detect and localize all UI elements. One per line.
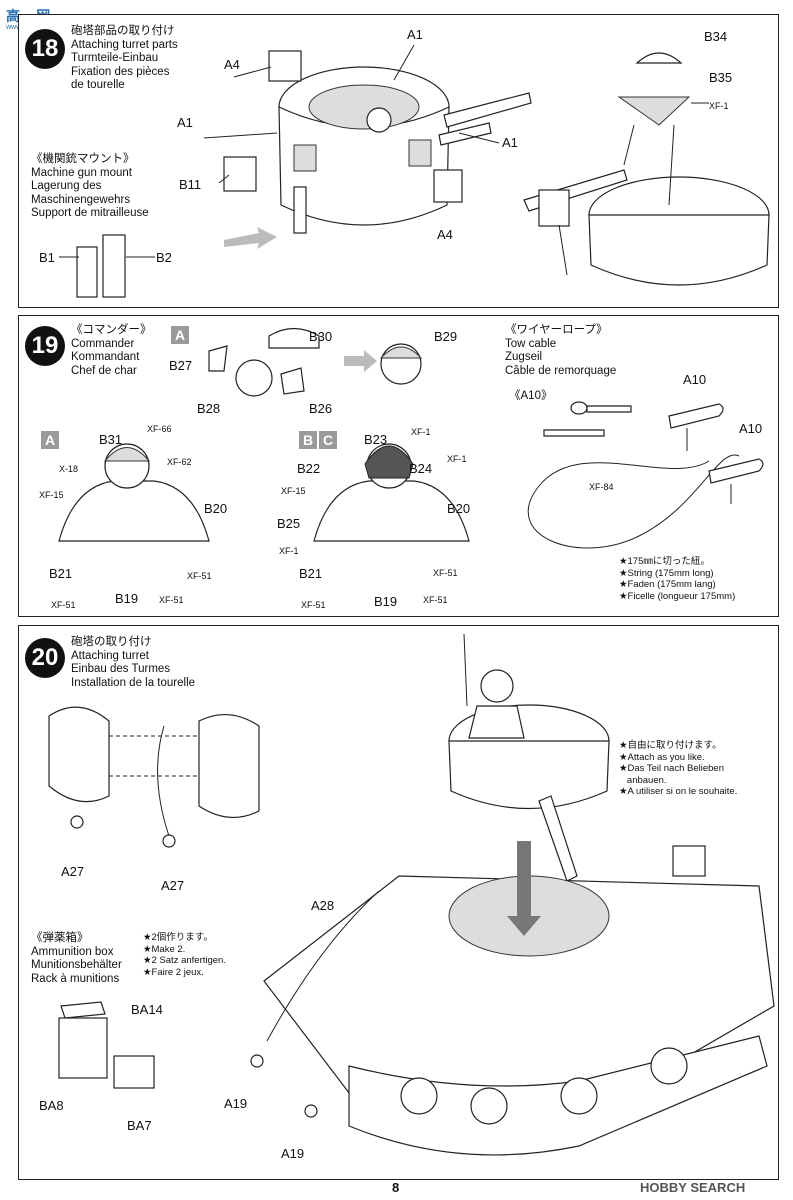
label-b1: B1 xyxy=(39,250,55,265)
color-xf1-b1: XF-1 xyxy=(411,427,431,437)
color-xf1-b35: XF-1 xyxy=(709,101,729,111)
ammo-box-title: 《弾薬箱》 Ammunition box Munitionsbehälter R… xyxy=(31,932,122,985)
label-b2: B2 xyxy=(156,250,172,265)
color-xf51-a3: XF-51 xyxy=(159,595,184,605)
a10-group-title: 《A10》 xyxy=(509,390,553,402)
label-b20-a: B20 xyxy=(204,501,228,516)
label-b31: B31 xyxy=(99,432,123,447)
step-20-panel: 20 砲塔の取り付け Attaching turret Einbau des T… xyxy=(18,625,779,1180)
label-b29: B29 xyxy=(434,329,458,344)
hobbysearch-watermark: HOBBY SEARCH xyxy=(640,1180,746,1195)
step-number-18: 18 xyxy=(25,29,65,69)
label-b11: B11 xyxy=(179,177,202,192)
label-b20-b: B20 xyxy=(447,501,471,516)
label-b23: B23 xyxy=(364,432,388,447)
step-number-19: 19 xyxy=(25,326,65,366)
label-b22: B22 xyxy=(297,461,321,476)
step-18-panel: 18 砲塔部品の取り付け Attaching turret parts Turm… xyxy=(18,14,779,308)
label-a27-right: A27 xyxy=(161,878,185,893)
label-b26: B26 xyxy=(309,401,333,416)
step-18-title: 砲塔部品の取り付け Attaching turret parts Turmtei… xyxy=(71,25,178,91)
variant-c-badge: C xyxy=(319,431,337,449)
color-xf51-b3: XF-51 xyxy=(423,595,448,605)
color-xf84: XF-84 xyxy=(589,482,614,492)
label-a1-left: A1 xyxy=(177,115,193,130)
step-19-panel: 19 《コマンダー》 Commander Kommandant Chef de … xyxy=(18,315,779,617)
label-a4-bottom: A4 xyxy=(437,227,453,242)
tow-cable-title: 《ワイヤーロープ》 Tow cable Zugseil Câble de rem… xyxy=(505,324,617,377)
color-xf15-a: XF-15 xyxy=(39,490,64,500)
label-b25: B25 xyxy=(277,516,301,531)
color-xf15-b: XF-15 xyxy=(281,486,306,496)
color-xf62: XF-62 xyxy=(167,457,192,467)
variant-b-badge: B xyxy=(299,431,317,449)
label-b21-b: B21 xyxy=(299,566,323,581)
color-x18: X-18 xyxy=(59,464,79,474)
color-xf51-a2: XF-51 xyxy=(51,600,76,610)
step-number-20: 20 xyxy=(25,638,65,678)
label-b19-a: B19 xyxy=(115,591,139,606)
label-a19-upper: A19 xyxy=(224,1096,248,1111)
variant-a-badge: A xyxy=(41,431,59,449)
color-xf1-b3: XF-1 xyxy=(279,546,299,556)
label-ba8: BA8 xyxy=(39,1098,64,1113)
label-b34: B34 xyxy=(704,29,728,44)
label-a1-right: A1 xyxy=(502,135,518,150)
page-number: 8 xyxy=(392,1180,400,1195)
string-length-note: ★175㎜に切った紐。 ★String (175mm long) ★Faden … xyxy=(619,556,736,602)
commander-title: 《コマンダー》 Commander Kommandant Chef de cha… xyxy=(71,324,152,377)
turret-install-drawing xyxy=(48,633,775,1156)
make-two-note: ★2個作ります。 ★Make 2. ★2 Satz anfertigen. ★F… xyxy=(143,932,226,978)
label-b24: B24 xyxy=(409,461,433,476)
variant-a-badge-top: A xyxy=(171,326,189,344)
label-a10-2: A10 xyxy=(739,421,763,436)
step-20-title: 砲塔の取り付け Attaching turret Einbau des Turm… xyxy=(71,636,196,689)
label-b28: B28 xyxy=(197,401,221,416)
label-a28: A28 xyxy=(311,898,335,913)
attach-as-you-like-note: ★自由に取り付けます。 ★Attach as you like. ★Das Te… xyxy=(619,740,738,797)
label-a27-left: A27 xyxy=(61,864,85,879)
color-xf1-b2: XF-1 xyxy=(447,454,467,464)
color-xf51-b2: XF-51 xyxy=(301,600,326,610)
color-xf66: XF-66 xyxy=(147,424,172,434)
turret-parts-drawing xyxy=(59,44,770,298)
color-xf51-b1: XF-51 xyxy=(433,568,458,578)
label-b21-a: B21 xyxy=(49,566,73,581)
label-a10-1: A10 xyxy=(683,372,707,387)
label-b27: B27 xyxy=(169,358,193,373)
label-b35: B35 xyxy=(709,70,733,85)
label-b19-b: B19 xyxy=(374,594,398,609)
color-xf51-a1: XF-51 xyxy=(187,571,212,581)
label-ba14: BA14 xyxy=(131,1002,163,1017)
commander-figures-drawing xyxy=(58,327,764,549)
mg-mount-title: 《機関銃マウント》 Machine gun mount Lagerung des… xyxy=(31,153,149,219)
label-a19-lower: A19 xyxy=(281,1146,305,1161)
label-a1-top: A1 xyxy=(407,27,423,42)
label-b30: B30 xyxy=(309,329,333,344)
label-ba7: BA7 xyxy=(127,1118,152,1133)
label-a4-top: A4 xyxy=(224,57,240,72)
